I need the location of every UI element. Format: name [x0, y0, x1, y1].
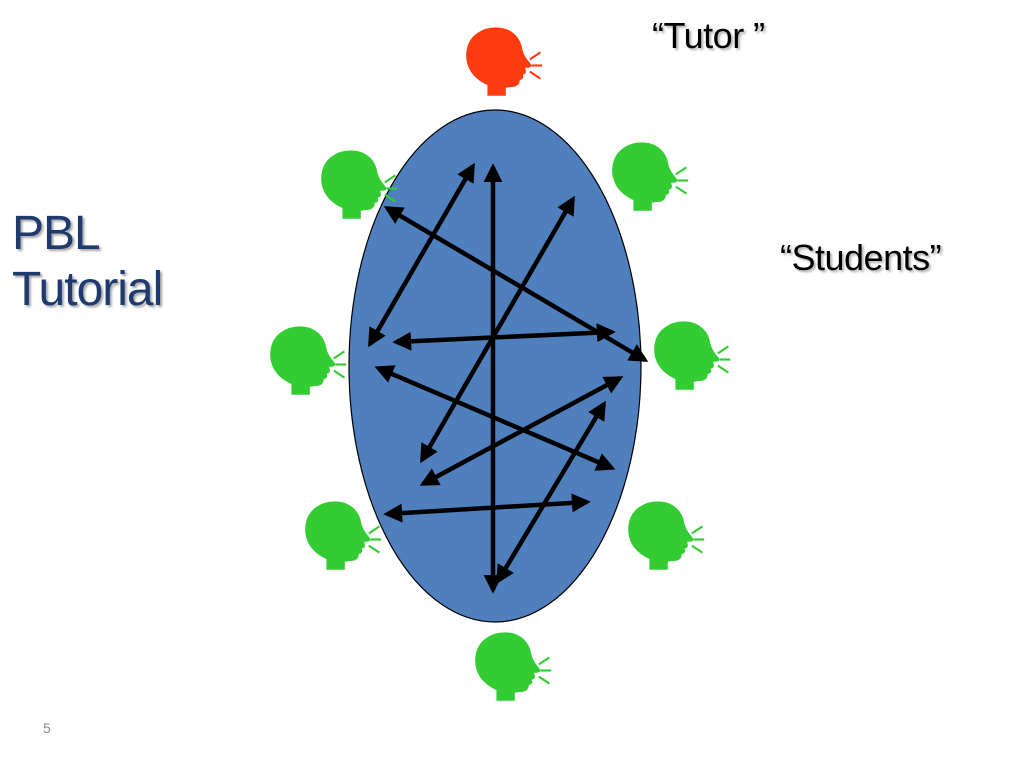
arrow-5	[392, 323, 616, 351]
tutor-label: “Tutor ”	[652, 15, 765, 56]
students-label: “Students”	[780, 237, 942, 278]
title-line-2: Tutorial	[12, 263, 163, 316]
arrow-9	[496, 400, 606, 585]
title-line-1: PBL	[12, 207, 101, 260]
speaking-head-icon	[653, 320, 732, 391]
tutor	[465, 26, 544, 97]
speaking-head-icon	[611, 141, 690, 212]
speaking-head-icon	[465, 26, 544, 97]
interaction-arrows	[368, 162, 649, 594]
page-number: 5	[43, 720, 51, 736]
speaking-head-icon	[627, 500, 706, 571]
speaking-head-icon	[269, 325, 348, 396]
speaking-head-icon	[304, 500, 383, 571]
slide-title: PBL Tutorial	[12, 206, 163, 318]
speaking-head-icon	[474, 631, 553, 702]
